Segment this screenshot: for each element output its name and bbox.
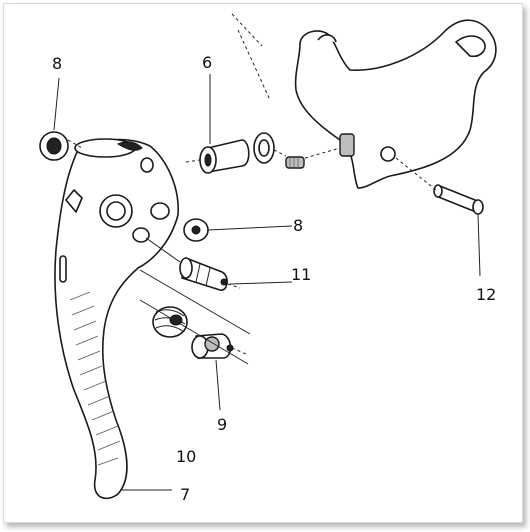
callout-12: 12 [476,285,496,304]
brake-lever-body [54,138,179,500]
lever-shading [69,291,121,466]
barrel-adjuster [179,257,228,291]
background-guide-lines [231,13,271,101]
return-spring [152,306,188,338]
lever-bracket-body [294,19,497,189]
callout-8-right: 8 [293,216,303,235]
bushing [199,139,250,174]
callout-9: 9 [217,415,227,434]
nut-top-left [39,131,69,161]
callout-10: 10 [176,447,196,466]
callout-leader-lines [53,74,481,491]
pivot-pin [433,184,484,215]
callout-6: 6 [202,53,212,72]
cable-stop [191,333,234,359]
callout-7: 7 [180,485,190,504]
callout-8-top-left: 8 [52,54,62,73]
washer-ring [253,132,275,164]
callout-11: 11 [291,265,311,284]
assembly-axis-lines [67,139,437,365]
washer-right [183,218,209,242]
small-screw [285,156,305,169]
